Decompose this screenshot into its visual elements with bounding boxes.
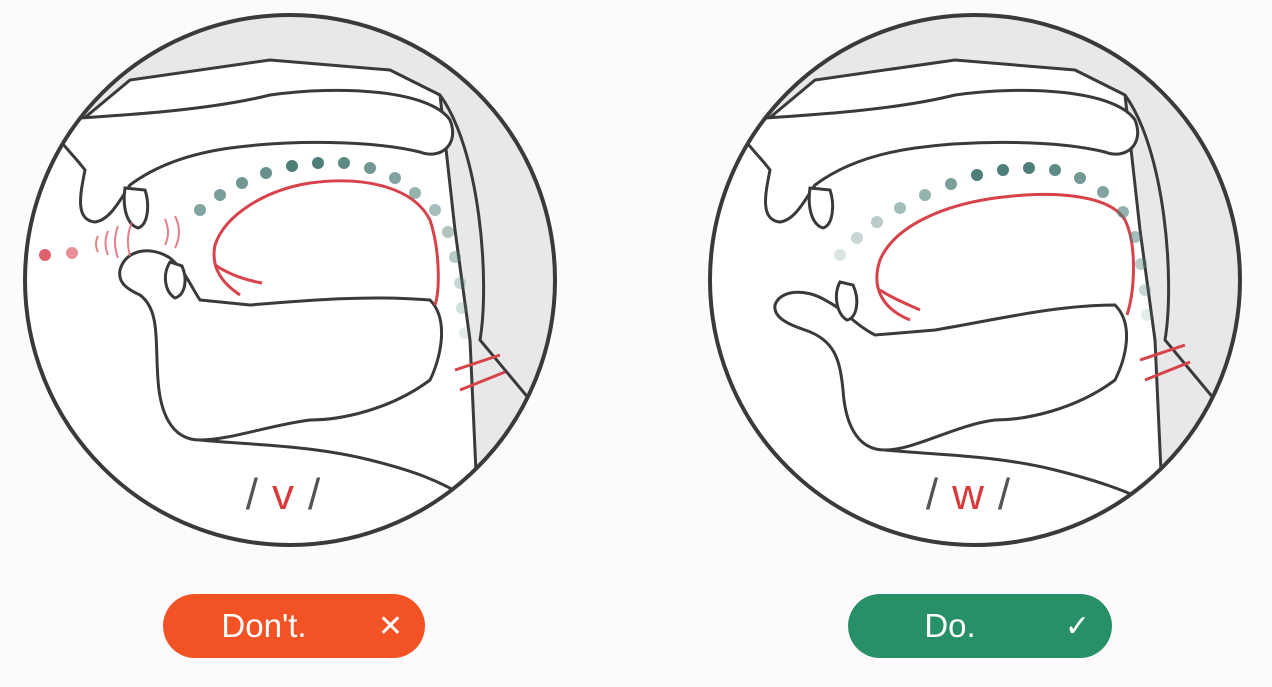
lower-tooth: [163, 260, 187, 300]
circle-border: [708, 13, 1242, 547]
airflow-dots: [834, 162, 1153, 321]
chin-line: [884, 448, 1156, 507]
mouth-cross-section-v: [23, 13, 557, 547]
upper-palate: [733, 88, 1140, 224]
circle-border: [23, 13, 557, 547]
do-label: Do.: [924, 607, 976, 644]
lower-tooth: [835, 280, 859, 322]
upper-tooth: [807, 186, 835, 230]
tongue-outline: [212, 179, 440, 306]
do-badge: Do. ✓: [848, 594, 1112, 658]
phoneme-label-w: /w/: [925, 470, 1025, 519]
phoneme-letter: v: [272, 470, 308, 519]
tongue-tip: [879, 288, 921, 312]
mouth-cross-section-w: [708, 13, 1242, 547]
lower-jaw: [773, 290, 1129, 452]
airflow-dots: [194, 157, 471, 339]
upper-palate: [48, 88, 455, 224]
dont-label: Don't.: [221, 607, 307, 644]
mouth-diagram-w: /w/: [695, 0, 1255, 560]
check-icon: ✓: [1064, 609, 1090, 643]
dont-badge: Don't. ✕: [163, 594, 425, 658]
phoneme-label-v: /v/: [245, 470, 335, 519]
friction-airflow: [39, 215, 180, 261]
close-icon: ✕: [377, 609, 403, 643]
phoneme-letter: w: [952, 470, 998, 519]
mouth-diagram-v: /v/: [10, 0, 570, 560]
lower-jaw: [118, 249, 444, 442]
tongue-tip: [214, 263, 263, 285]
chin-line: [199, 438, 471, 502]
vocal-folds: [1139, 343, 1191, 382]
upper-tooth: [122, 186, 150, 230]
vocal-folds: [454, 353, 506, 392]
